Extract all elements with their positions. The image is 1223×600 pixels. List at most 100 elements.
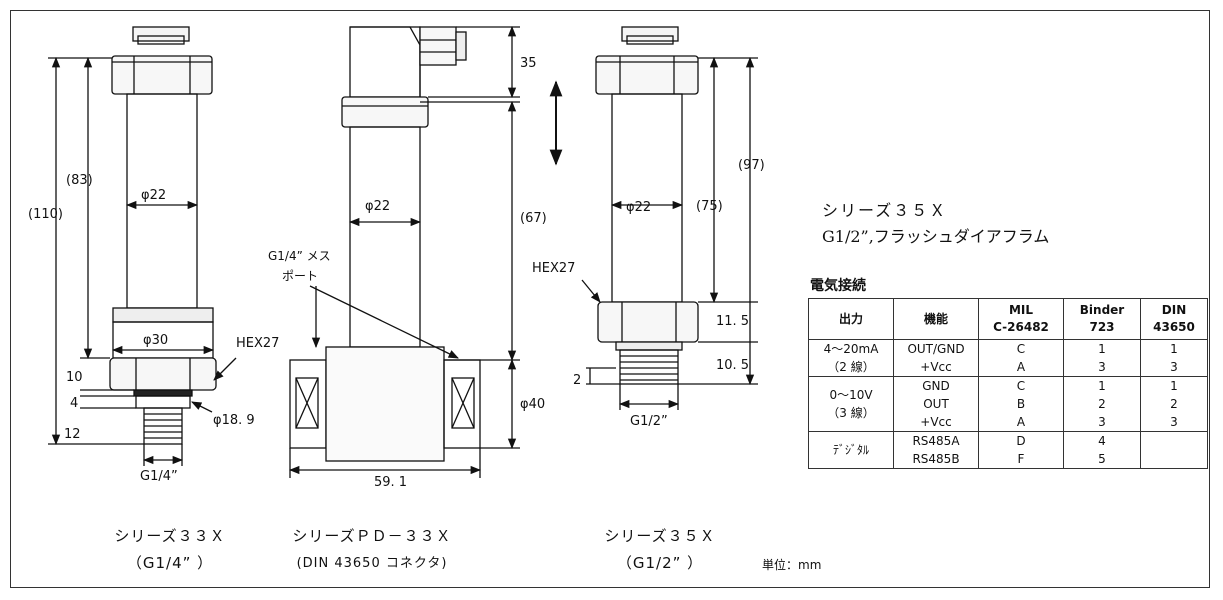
cell-output-line: （3 線） bbox=[827, 406, 875, 420]
header-din-line1: DIN bbox=[1161, 303, 1187, 317]
pd33-caption-line2: (DIN 43650 コネクタ) bbox=[296, 556, 448, 571]
connection-table: 出力 機能 MIL C-26482 Binder 723 DIN 43650 4～20… bbox=[808, 298, 1208, 469]
header-din-line2: 43650 bbox=[1153, 320, 1195, 334]
cell-mil-line: A bbox=[1016, 360, 1026, 374]
series-title: シリーズ３５Ｘ G1/2”,フラッシュダイアフラム bbox=[822, 198, 1049, 250]
cell-mil-line: B bbox=[1016, 397, 1026, 411]
cell-function-line: OUT bbox=[923, 397, 949, 411]
pd33-dim-591: 59. 1 bbox=[374, 475, 407, 490]
cell-function-line: RS485B bbox=[912, 452, 960, 466]
s33-dim-110: (110) bbox=[28, 207, 63, 222]
cell-din-line bbox=[1143, 432, 1205, 450]
cell-function-line: RS485A bbox=[912, 434, 960, 448]
drawing-sheet bbox=[10, 10, 1210, 588]
cell-din-line bbox=[1143, 450, 1205, 468]
cell-mil-line: A bbox=[1016, 415, 1026, 429]
s35-dim-105: 10. 5 bbox=[716, 358, 749, 373]
cell-function-line: GND bbox=[922, 379, 950, 393]
cell-binder-line: 3 bbox=[1098, 360, 1106, 374]
s33-caption-line2: （G1/4” ） bbox=[126, 554, 214, 572]
s35-dim-thread: G1/2” bbox=[630, 414, 668, 429]
cell-binder-line: 3 bbox=[1098, 415, 1106, 429]
s33-dim-phi30: φ30 bbox=[143, 333, 168, 348]
cell-output: 4～20mA（2 線） bbox=[808, 339, 894, 377]
cell-output-line: ﾃﾞｼﾞﾀﾙ bbox=[832, 443, 869, 457]
cell-din-line: 2 bbox=[1170, 397, 1178, 411]
cell-din-line: 3 bbox=[1170, 360, 1178, 374]
s35-dim-phi22: φ22 bbox=[626, 200, 651, 215]
s35-dim-115: 11. 5 bbox=[716, 314, 749, 329]
pd33-dim-67: (67) bbox=[520, 211, 547, 226]
cell-mil-line: F bbox=[1017, 452, 1025, 466]
s33-dim-12: 12 bbox=[64, 427, 81, 442]
s35-dim-2: 2 bbox=[573, 373, 581, 388]
pd33-dim-phi40: φ40 bbox=[520, 397, 545, 412]
pd33-dim-35: 35 bbox=[520, 56, 537, 71]
pd33-port-line1: G1/4” メス bbox=[268, 249, 331, 263]
s35-caption-line2: （G1/2” ） bbox=[616, 554, 704, 572]
cell-mil-line: D bbox=[1016, 434, 1026, 448]
pd33-dim-phi22: φ22 bbox=[365, 199, 390, 214]
pd33-caption: シリーズＰＤ－３３Ｘ (DIN 43650 コネクタ) bbox=[262, 525, 482, 571]
series-pd33x-drawing bbox=[288, 25, 563, 478]
cell-binder-line: 1 bbox=[1098, 379, 1106, 393]
s33-dim-thread: G1/4” bbox=[140, 469, 178, 484]
series-33x-drawing bbox=[48, 26, 237, 466]
unit-label: 単位：mm bbox=[762, 558, 822, 572]
s33-dim-phi18: φ18. 9 bbox=[213, 413, 255, 428]
s33-caption: シリーズ３３Ｘ （G1/4” ） bbox=[90, 525, 250, 573]
header-mil-line1: MIL bbox=[1008, 303, 1034, 317]
s33-dim-4: 4 bbox=[70, 396, 78, 411]
s35-caption: シリーズ３５Ｘ （G1/2” ） bbox=[580, 525, 740, 573]
cell-binder-line: 4 bbox=[1098, 434, 1106, 448]
s33-dim-83: (83) bbox=[66, 173, 93, 188]
series-title-line1: シリーズ３５Ｘ bbox=[822, 201, 948, 220]
cell-binder-line: 5 bbox=[1098, 452, 1106, 466]
cell-binder-line: 2 bbox=[1098, 397, 1106, 411]
pd33-port-line2: ポート bbox=[282, 269, 318, 283]
cell-mil-line: C bbox=[1016, 342, 1026, 356]
cell-function: OUT/GND +Vcc bbox=[893, 339, 979, 377]
table-title: 電気接続 bbox=[810, 278, 866, 294]
series-title-line2: G1/2”,フラッシュダイアフラム bbox=[822, 227, 1050, 246]
s33-dim-10: 10 bbox=[66, 370, 83, 385]
cell-binder-line: 1 bbox=[1098, 342, 1106, 356]
s33-caption-line1: シリーズ３３Ｘ bbox=[114, 527, 226, 545]
header-function: 機能 bbox=[893, 298, 979, 340]
cell-binder: 1 2 3 bbox=[1063, 376, 1141, 432]
cell-function: RS485A RS485B bbox=[893, 431, 979, 469]
cell-function-line: OUT/GND bbox=[907, 342, 965, 356]
s35-caption-line1: シリーズ３５Ｘ bbox=[604, 527, 716, 545]
header-output: 出力 bbox=[808, 298, 894, 340]
series-35x-drawing bbox=[581, 26, 758, 410]
cell-din-line: 1 bbox=[1170, 342, 1178, 356]
s35-dim-hex: HEX27 bbox=[532, 261, 575, 276]
header-binder-line2: 723 bbox=[1089, 320, 1115, 334]
cell-output-line: 0～10V bbox=[829, 388, 873, 402]
cell-din-line: 3 bbox=[1170, 415, 1178, 429]
cell-function-line: +Vcc bbox=[920, 360, 952, 374]
header-binder-line1: Binder bbox=[1079, 303, 1125, 317]
s33-dim-hex: HEX27 bbox=[236, 336, 279, 351]
header-din: DIN 43650 bbox=[1140, 298, 1208, 340]
s33-dim-phi22: φ22 bbox=[141, 188, 166, 203]
header-mil-line2: C-26482 bbox=[993, 320, 1049, 334]
cell-output: ﾃﾞｼﾞﾀﾙ bbox=[808, 431, 894, 469]
table-header-row: 出力 機能 MIL C-26482 Binder 723 DIN 43650 bbox=[808, 298, 1208, 340]
cell-din-line: 1 bbox=[1170, 379, 1178, 393]
header-binder: Binder 723 bbox=[1063, 298, 1141, 340]
electrical-connection: 電気接続 出力 機能 MIL C-26482 Binder 723 DIN 43650… bbox=[808, 275, 1208, 469]
cell-din bbox=[1140, 431, 1208, 469]
cell-output-line: 4～20mA bbox=[823, 342, 879, 356]
s35-dim-97: (97) bbox=[738, 158, 765, 173]
